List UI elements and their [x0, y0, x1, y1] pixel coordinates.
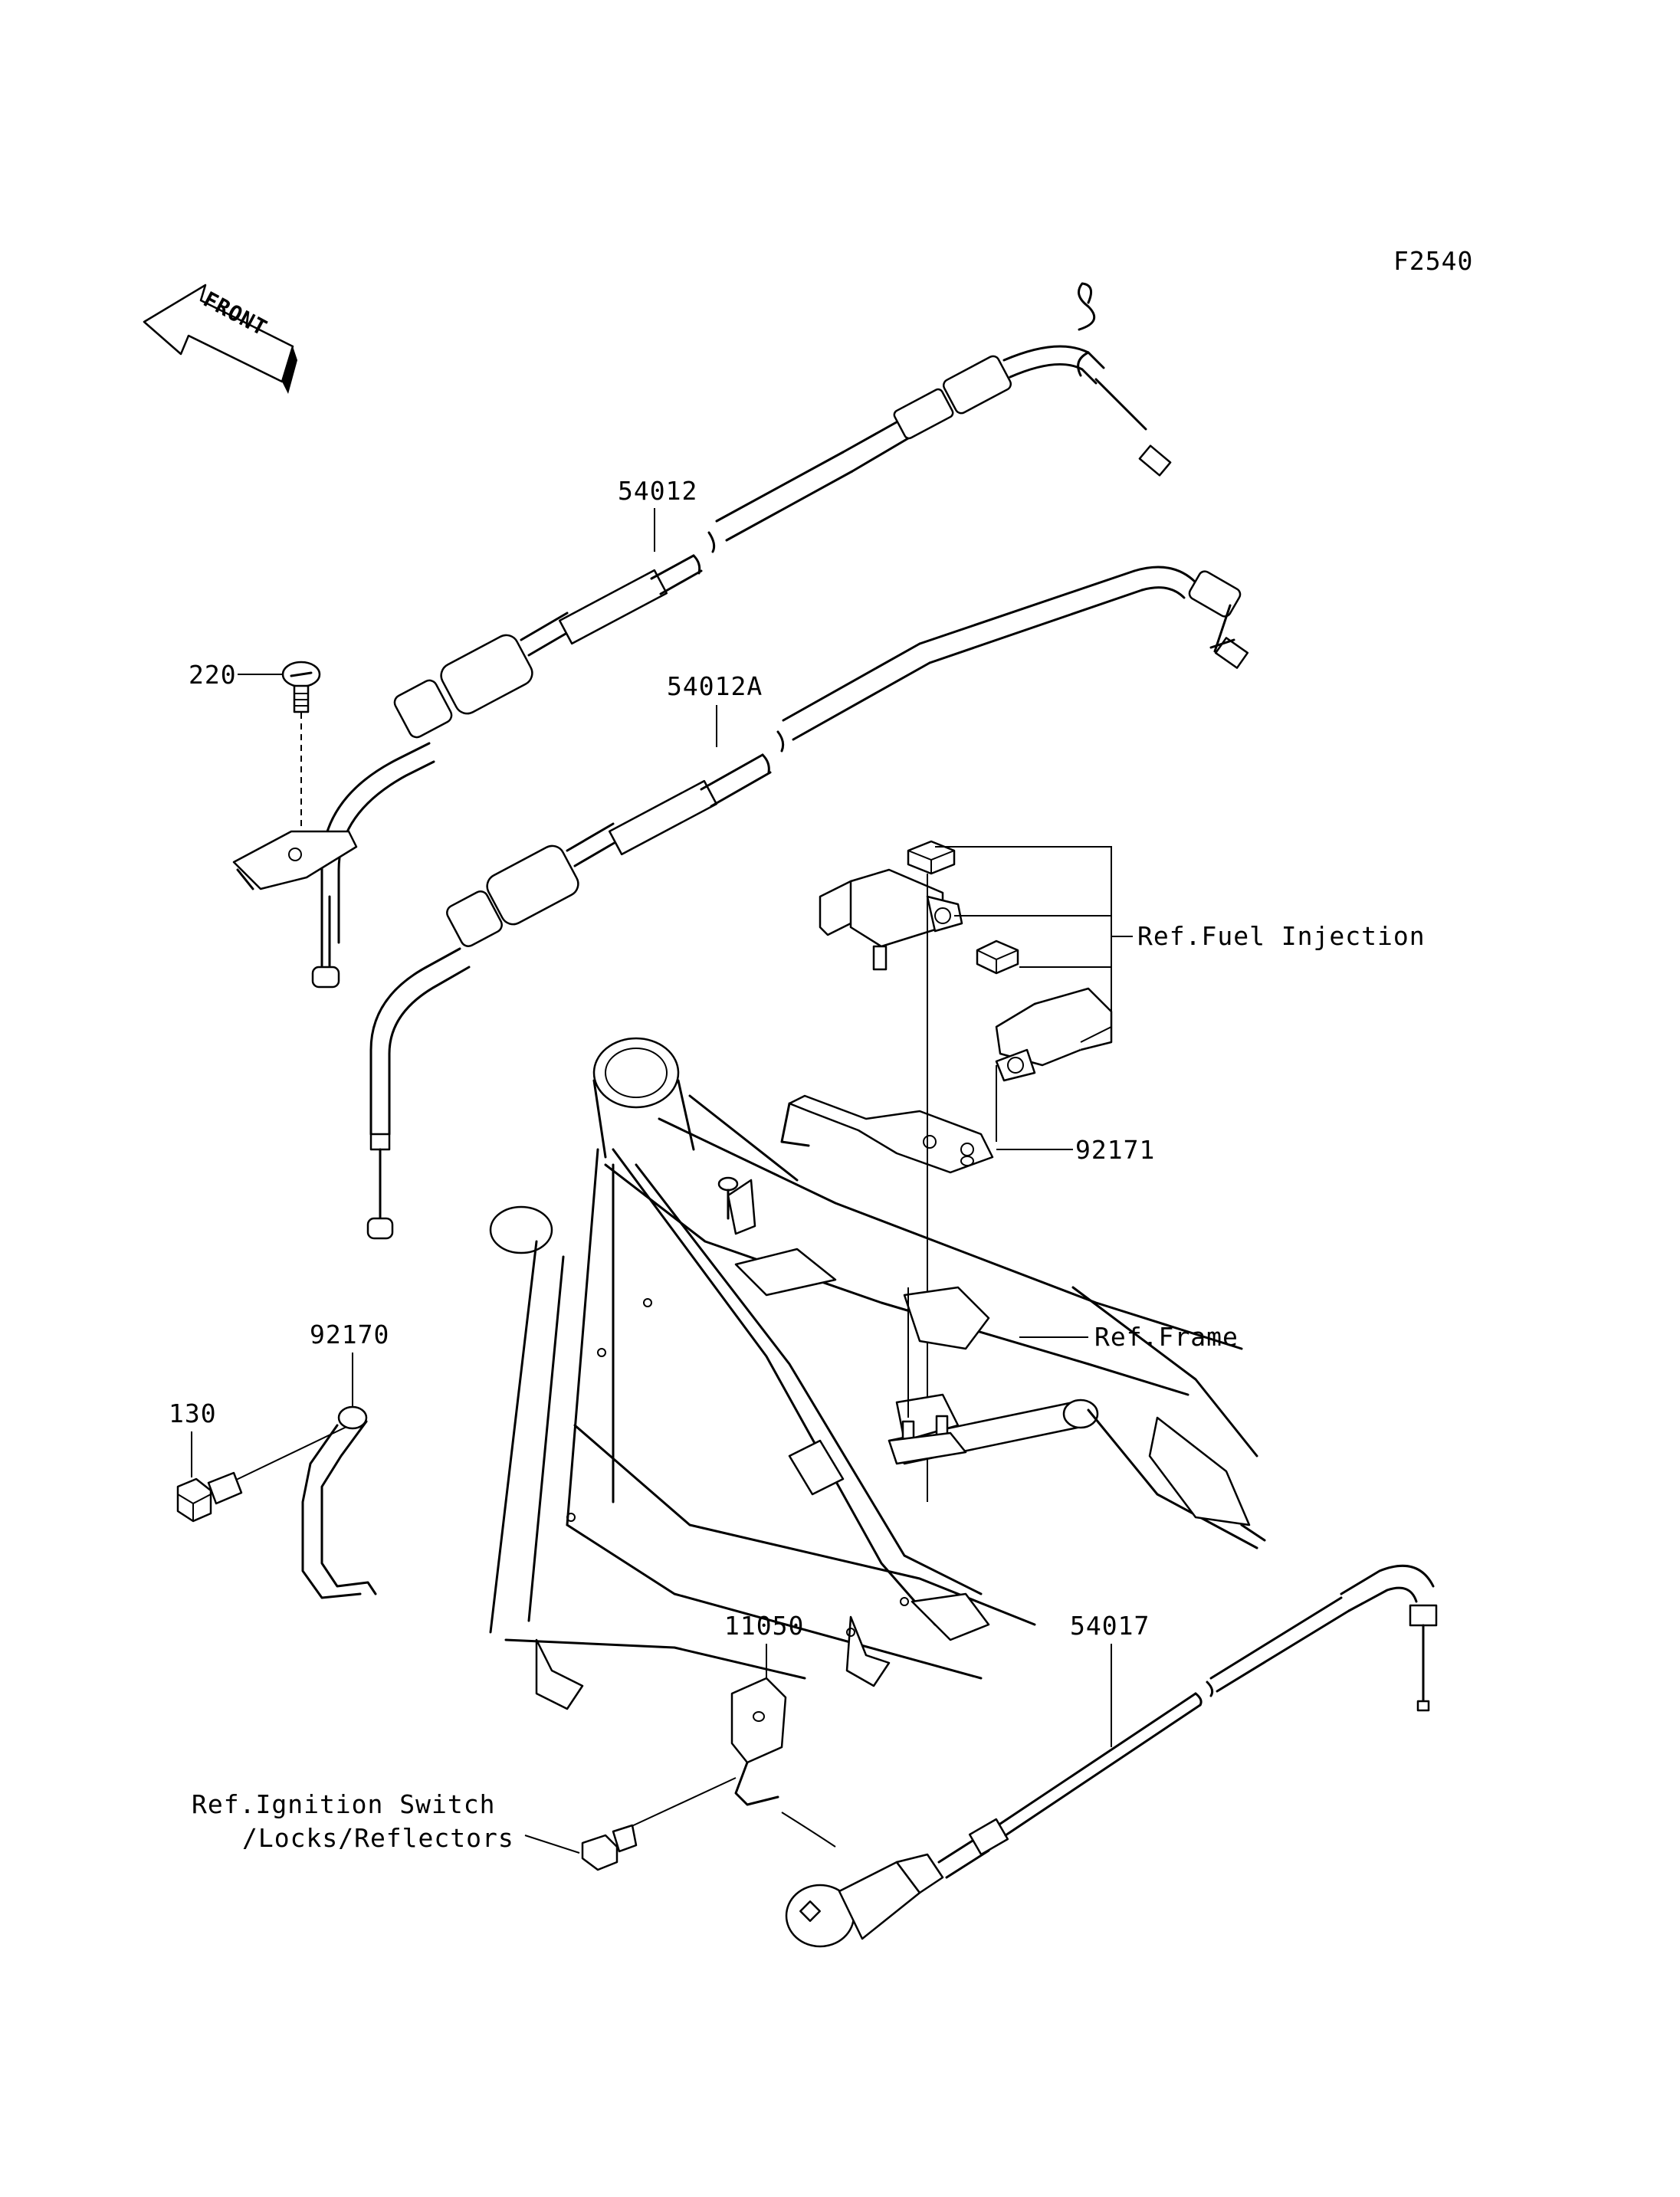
- holder-11050: [628, 1677, 787, 1828]
- callout-ref-ignition-line1: Ref.Ignition Switch: [192, 1789, 496, 1819]
- callout-130: 130: [169, 1399, 217, 1428]
- callout-ref-frame: Ref.Frame: [1094, 1322, 1239, 1352]
- choke-cable-54017: [781, 1564, 1438, 1948]
- diagram-id: F2540: [1393, 246, 1473, 276]
- callout-ref-fuel-injection: Ref.Fuel Injection: [1137, 921, 1426, 951]
- front-direction-arrow-icon: FRONT: [143, 284, 297, 394]
- bracket-92170: [229, 1405, 377, 1599]
- callout-92170: 92170: [310, 1320, 389, 1349]
- callout-220: 220: [189, 660, 237, 690]
- bolt-ignition-ref: [581, 1824, 638, 1871]
- callout-54017: 54017: [1070, 1611, 1150, 1641]
- bolt-130: [176, 1471, 243, 1523]
- screw-220: [281, 661, 321, 828]
- motorcycle-frame: [489, 1037, 1266, 1710]
- fuel-injection-leaders: [935, 846, 1133, 1043]
- leader-ignition: [524, 1835, 580, 1854]
- callout-54012A: 54012A: [667, 671, 763, 701]
- callout-ref-ignition-line2: /Locks/Reflectors: [242, 1823, 514, 1853]
- callout-11050: 11050: [724, 1611, 804, 1641]
- throttle-cable-54012A: [366, 566, 1249, 1240]
- fuel-injection-sensor-lower: [976, 939, 1113, 1082]
- throttle-cable-54012: [232, 282, 1172, 989]
- fuel-injection-sensor-upper: [819, 840, 963, 971]
- callout-92171: 92171: [1075, 1135, 1155, 1165]
- callout-54012: 54012: [618, 476, 697, 506]
